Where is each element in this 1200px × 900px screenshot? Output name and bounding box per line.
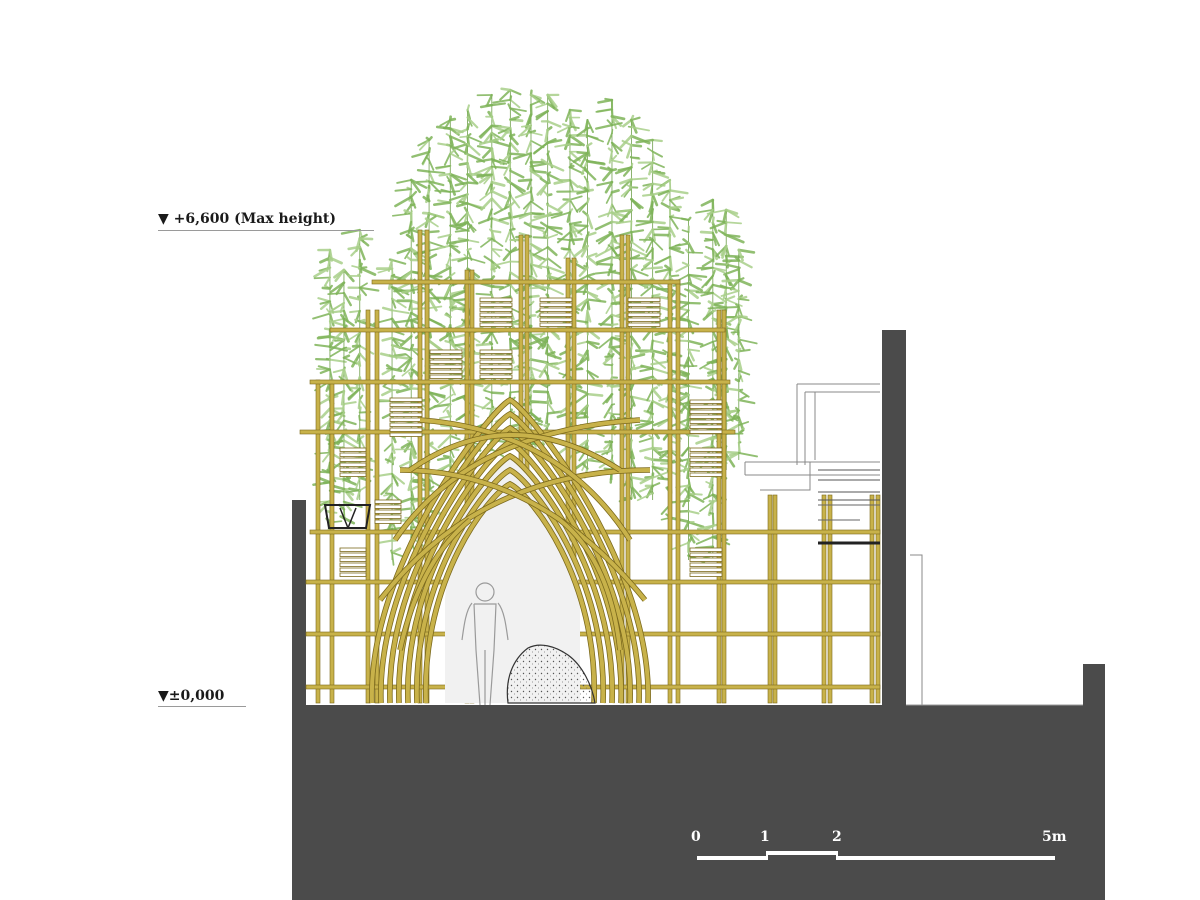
neighbor-building <box>744 383 1083 706</box>
right-wall <box>882 330 906 705</box>
scale-tick-0: 0 <box>691 829 701 845</box>
ground-level-line <box>158 706 246 707</box>
scale-tick-5m: 5m <box>1042 829 1067 845</box>
planter-boxes <box>339 297 723 577</box>
ground-section <box>292 330 1105 900</box>
ground-level-label: ▼±0,000 <box>158 688 225 704</box>
person-silhouette-icon <box>461 582 509 706</box>
scale-tick-1: 1 <box>760 829 770 845</box>
rock-icon <box>506 644 596 704</box>
far-right-parapet <box>1083 664 1105 705</box>
scale-bar <box>697 851 1055 860</box>
pot-planter <box>323 504 372 529</box>
scale-tick-2: 2 <box>832 829 842 845</box>
max-height-level-label: ▼ +6,600 (Max height) <box>158 211 336 227</box>
max-height-level-line <box>158 230 374 231</box>
woven-bamboo-arch <box>369 396 651 704</box>
ground-slab <box>292 500 1105 900</box>
